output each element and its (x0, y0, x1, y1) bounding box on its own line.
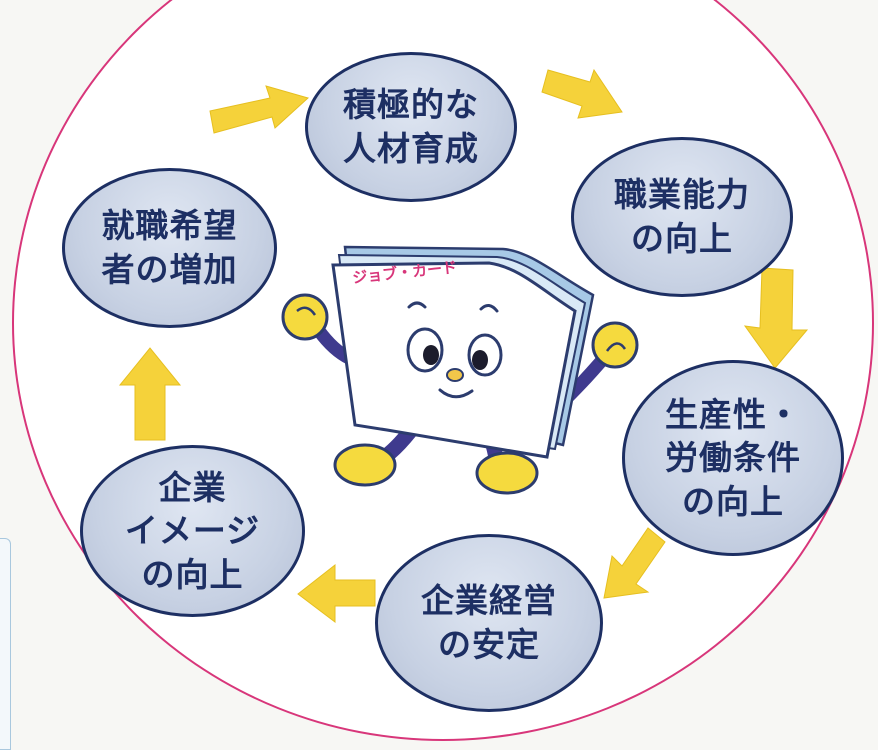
node-productivity: 生産性・ 労働条件 の向上 (622, 360, 844, 556)
mascot-right-pupil (472, 350, 488, 370)
node-active-training: 積極的な 人材育成 (305, 52, 517, 202)
mascot-front-card (331, 261, 577, 459)
mascot-left-pupil (423, 345, 439, 365)
mascot-left-eyebrow (407, 301, 427, 309)
mascot-mouth (438, 388, 474, 399)
mascot-left-hand-detail (296, 306, 317, 316)
node-skill-improvement: 職業能力 の向上 (571, 137, 793, 297)
node-label: 就職希望 者の増加 (101, 206, 238, 289)
arrow-training-to-skill (541, 68, 623, 119)
node-label: 生産性・ 労働条件 の向上 (665, 394, 801, 521)
arrow-image-to-applicants (118, 347, 182, 441)
node-more-applicants: 就職希望 者の増加 (62, 168, 277, 328)
node-business-stability: 企業経営 の安定 (375, 534, 603, 712)
mascot-right-hand-detail (605, 342, 627, 352)
arrow-applicants-to-training (209, 85, 310, 134)
node-label: 職業能力 の向上 (614, 175, 750, 258)
node-corporate-image: 企業 イメージ の向上 (80, 445, 305, 617)
arrow-stability-to-image (297, 563, 376, 624)
arrow-skill-to-productivity (743, 267, 809, 369)
job-card-mascot: ジョブ・カード (281, 245, 639, 495)
arrow-productivity-to-stability (603, 527, 666, 599)
node-label: 企業 イメージ の向上 (124, 467, 261, 594)
mascot-left-hand (281, 293, 329, 341)
mascot-nose (446, 368, 464, 382)
mascot-left-foot (333, 443, 397, 487)
mascot-right-foot (475, 451, 539, 495)
node-label: 積極的な 人材育成 (343, 85, 479, 168)
mascot-right-eyebrow (479, 304, 499, 313)
node-label: 企業経営 の安定 (421, 581, 557, 664)
